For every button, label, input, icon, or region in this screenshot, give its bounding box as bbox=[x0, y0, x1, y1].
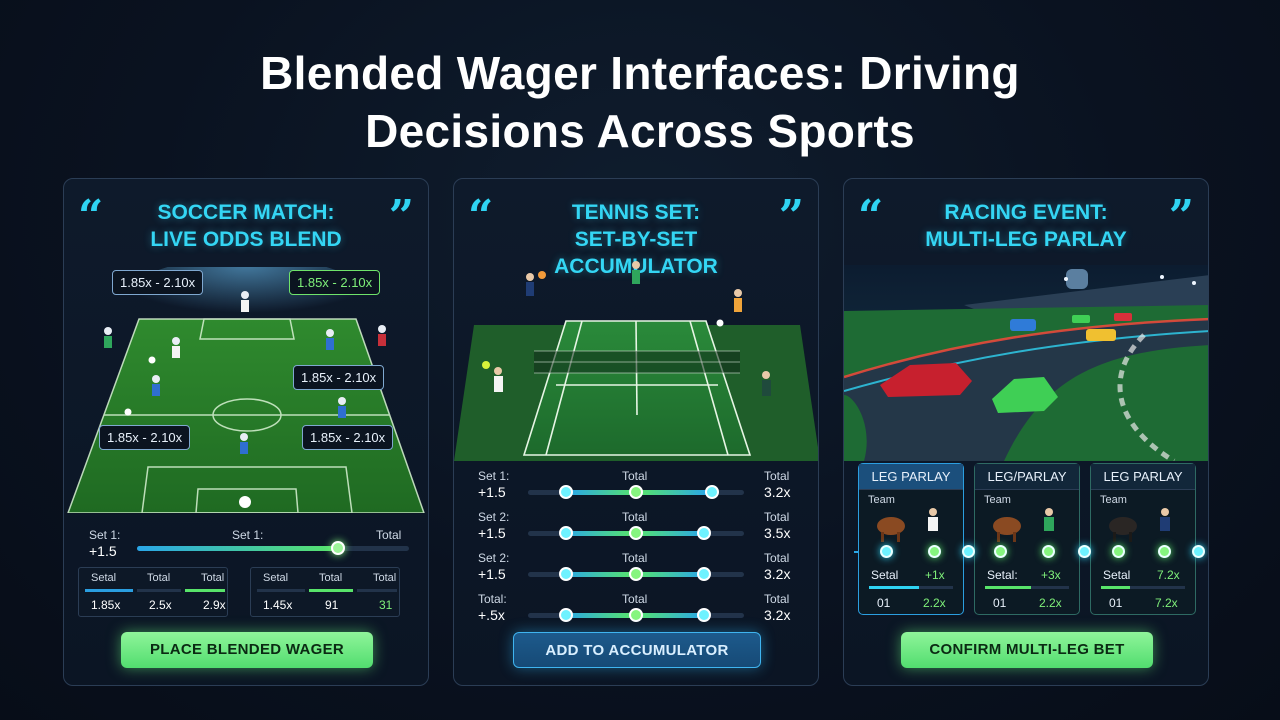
slider-handle[interactable] bbox=[629, 567, 643, 581]
odds-chip[interactable]: 1.85x - 2.10x bbox=[289, 270, 381, 295]
slider-handle[interactable] bbox=[629, 526, 643, 540]
parlay-node bbox=[994, 545, 1007, 558]
odds-table-right: Setal Total Total 1.45x 91 31 bbox=[250, 567, 400, 617]
parlay-leg-card[interactable]: LEG PARLAY Team Setal +1x 01 2.2x bbox=[858, 463, 964, 615]
accumulator-row: Total: +.5x Total Total 3.2x bbox=[478, 592, 791, 623]
close-quote-icon: ” bbox=[778, 191, 804, 242]
horse-and-jockey-icon bbox=[1109, 508, 1170, 542]
slider-handle[interactable] bbox=[629, 608, 643, 622]
tennis-panel: “ ” TENNIS SET: SET-BY-SET ACCUMULATOR bbox=[453, 178, 819, 686]
set-slider[interactable] bbox=[528, 526, 744, 540]
set-slider[interactable] bbox=[528, 608, 744, 622]
confirm-multi-leg-bet-button[interactable]: CONFIRM MULTI-LEG BET bbox=[901, 632, 1153, 668]
place-blended-wager-button[interactable]: PLACE BLENDED WAGER bbox=[121, 632, 373, 668]
page-title-line-2: Decisions Across Sports bbox=[365, 105, 915, 157]
accumulator-row: Set 2: +1.5 Total Total 3.2x bbox=[478, 551, 791, 582]
soccer-panel-heading: SOCCER MATCH: LIVE ODDS BLEND bbox=[150, 201, 342, 251]
slider-label: Set 1: bbox=[89, 528, 121, 542]
page-title: Blended Wager Interfaces: Driving Decisi… bbox=[0, 44, 1280, 160]
slider-handle[interactable] bbox=[697, 567, 711, 581]
odds-chip[interactable]: 1.85x - 2.10x bbox=[99, 425, 191, 450]
parlay-node bbox=[962, 545, 975, 558]
leg-progress-bar bbox=[985, 586, 1069, 589]
set-slider[interactable] bbox=[528, 567, 744, 581]
soccer-pitch-illustration: 1.85x - 2.10x 1.85x - 2.10x 1.85x - 2.10… bbox=[64, 257, 428, 514]
slider-handle[interactable] bbox=[697, 608, 711, 622]
odds-chip[interactable]: 1.85x - 2.10x bbox=[293, 365, 385, 390]
slider-right-label: Total bbox=[376, 528, 402, 542]
odds-blend-slider[interactable] bbox=[137, 541, 409, 555]
parlay-node bbox=[1158, 545, 1171, 558]
tennis-court-illustration bbox=[454, 255, 818, 461]
slider-value: +1.5 bbox=[89, 543, 117, 559]
leg-progress-bar bbox=[1101, 586, 1185, 589]
open-quote-icon: “ bbox=[858, 191, 884, 242]
racing-panel: “ ” RACING EVENT: MULTI-LEG PARLAY bbox=[843, 178, 1209, 686]
horse-and-jockey-icon bbox=[993, 508, 1054, 542]
accumulator-row: Set 2: +1.5 Total Total 3.5x bbox=[478, 510, 791, 541]
open-quote-icon: “ bbox=[468, 191, 494, 242]
page-title-line-1: Blended Wager Interfaces: Driving bbox=[260, 47, 1020, 99]
soccer-panel: “ ” SOCCER MATCH: LIVE ODDS BLEND bbox=[63, 178, 429, 686]
slider-mid-label: Set 1: bbox=[232, 528, 264, 542]
racing-panel-heading: RACING EVENT: MULTI-LEG PARLAY bbox=[925, 201, 1127, 251]
parlay-node bbox=[1192, 545, 1205, 558]
player-figures bbox=[104, 291, 386, 454]
slider-handle[interactable] bbox=[559, 608, 573, 622]
parlay-node bbox=[928, 545, 941, 558]
parlay-node bbox=[1078, 545, 1091, 558]
parlay-leg-card[interactable]: LEG/PARLAY Team Setal: +3x 01 2.2x bbox=[974, 463, 1080, 615]
open-quote-icon: “ bbox=[78, 191, 104, 242]
slider-handle[interactable] bbox=[559, 485, 573, 499]
tennis-player-figures bbox=[494, 261, 771, 396]
odds-chip[interactable]: 1.85x - 2.10x bbox=[112, 270, 204, 295]
odds-chip[interactable]: 1.85x - 2.10x bbox=[302, 425, 394, 450]
horse-and-jockey-icon bbox=[877, 508, 938, 542]
parlay-node bbox=[1112, 545, 1125, 558]
leg-progress-bar bbox=[869, 586, 953, 589]
accumulator-row: Set 1: +1.5 Total Total 3.2x bbox=[478, 469, 791, 500]
slider-handle[interactable] bbox=[705, 485, 719, 499]
close-quote-icon: ” bbox=[1168, 191, 1194, 242]
add-to-accumulator-button[interactable]: ADD TO ACCUMULATOR bbox=[513, 632, 761, 668]
slider-handle[interactable] bbox=[331, 541, 346, 555]
odds-table-left: Setal Total Total 1.85x 2.5x 2.9x bbox=[78, 567, 228, 617]
close-quote-icon: ” bbox=[388, 191, 414, 242]
slider-handle[interactable] bbox=[559, 526, 573, 540]
slider-handle[interactable] bbox=[559, 567, 573, 581]
slider-handle[interactable] bbox=[697, 526, 711, 540]
race-track-illustration bbox=[844, 265, 1208, 464]
parlay-leg-card[interactable]: LEG PARLAY Team Setal 7.2x 01 7.2x bbox=[1090, 463, 1196, 615]
slider-handle[interactable] bbox=[629, 485, 643, 499]
set-slider[interactable] bbox=[528, 485, 744, 499]
race-car-figures bbox=[880, 313, 1132, 413]
parlay-node bbox=[1042, 545, 1055, 558]
parlay-node bbox=[880, 545, 893, 558]
